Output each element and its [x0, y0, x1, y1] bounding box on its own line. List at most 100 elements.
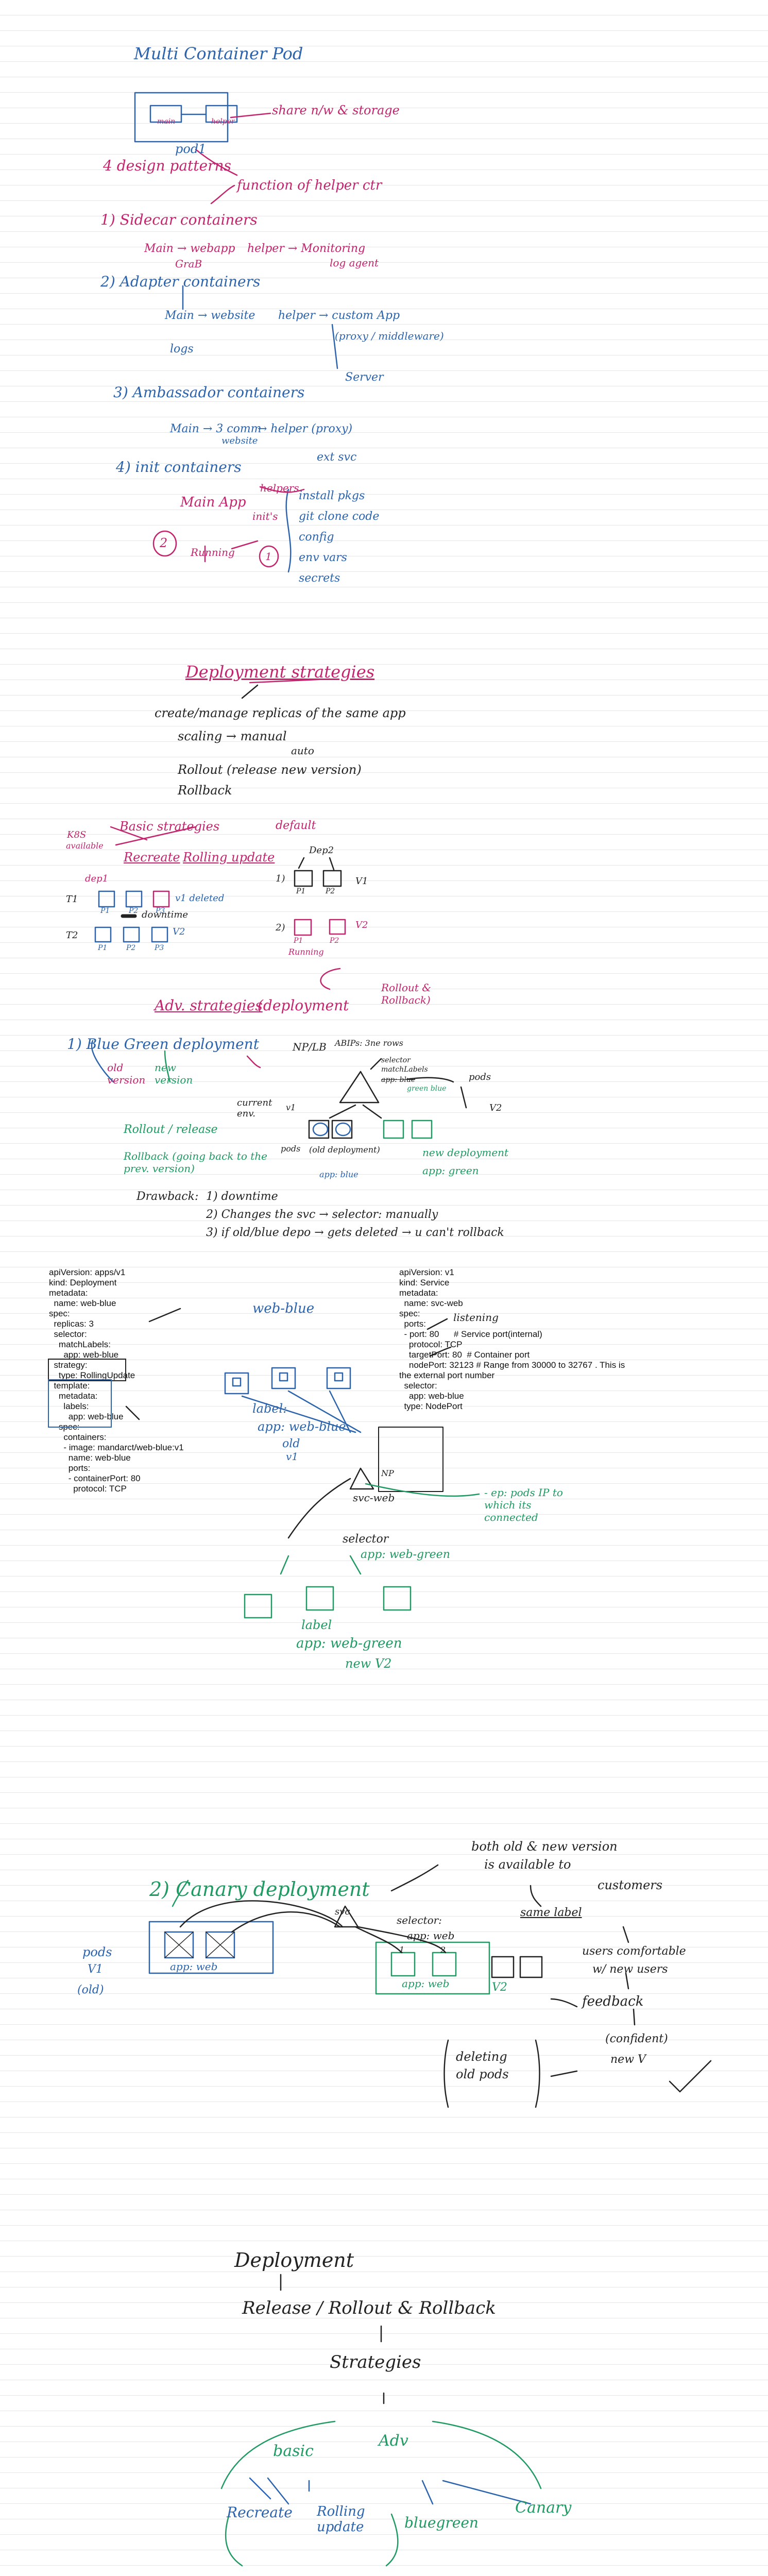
new-deployment: new deployment [422, 1146, 509, 1159]
pod-label: pod1 [175, 142, 207, 156]
adapter-helper: helper → custom App [278, 309, 400, 322]
pod-p1-d: P1 [294, 937, 303, 945]
strategy-line-1: create/manage replicas of the same app [155, 706, 406, 720]
pod-p2-d: P2 [330, 937, 339, 945]
k8s-label: K8S [67, 829, 87, 840]
init-list-1: git clone code [299, 510, 380, 523]
dep2-label: Dep2 [309, 845, 334, 856]
pods-lbl: pods [281, 1144, 301, 1154]
pod-p1-b: P1 [98, 944, 108, 952]
sidecar-main-sub: GraB [175, 258, 202, 270]
canary-old: (old) [77, 1984, 104, 1996]
basic-strategies: Basic strategies [120, 819, 220, 834]
sidecar-helper-sub: log agent [330, 257, 379, 269]
new-v2-label: new V2 [345, 1656, 392, 1671]
adv-title-c: Rollout & Rollback) [381, 981, 432, 1006]
canary-pod-1: 1 [399, 1945, 405, 1955]
svc-web-label: svc-web [353, 1492, 395, 1504]
adapter-proxy: (proxy / middleware) [335, 330, 444, 342]
selector-label: selector [381, 1056, 411, 1064]
canary-same-label: same label [520, 1906, 582, 1919]
running-label: Running [288, 947, 324, 957]
canary-available: is available to [484, 1857, 571, 1872]
init-list-3: env vars [299, 551, 347, 564]
time-t1: T1 [66, 894, 78, 905]
drawback-heading: Drawback: [136, 1190, 199, 1203]
helper-function-note: function of helper ctr [237, 178, 382, 193]
v1-label: V1 [355, 876, 368, 887]
v1-deleted: v1 deleted [175, 893, 225, 904]
old-version: old version [107, 1061, 146, 1086]
pod-p3-a: P3 [156, 907, 165, 915]
init-list-2: config [299, 531, 334, 544]
dep1-label: dep1 [85, 873, 109, 884]
adapter-main: Main → website [165, 309, 255, 322]
pod-p2-b: P2 [126, 944, 136, 952]
strategy-scaling: scaling → manual [178, 729, 287, 743]
recreate-label: Recreate [124, 850, 180, 865]
init-list-0: install pkgs [299, 489, 365, 502]
label-heading: label: [252, 1401, 287, 1416]
canary-app-web-old: app: web [170, 1960, 218, 1973]
strategy-highlight-box [48, 1359, 126, 1381]
pods-label: pods [469, 1072, 491, 1082]
canary-app-web-new: app: web [402, 1977, 450, 1990]
summary-adv: Adv [379, 2432, 408, 2450]
selector-app-web-green: app: web-green [361, 1548, 450, 1561]
adapter-server: Server [345, 371, 384, 384]
summary-bluegreen: bluegreen [404, 2514, 479, 2531]
endpoint-note: - ep: pods IP to which its connected [484, 1486, 563, 1523]
canary-svc: svc [335, 1906, 350, 1917]
summary-strategies: Strategies [330, 2352, 421, 2372]
old-label: old [282, 1437, 300, 1450]
rolling-update-label: Rolling update [183, 850, 275, 865]
share-network-storage: share n/w & storage [272, 103, 400, 117]
abips-note: ABIPs: 3ne rows [335, 1038, 403, 1048]
v1-marker: v1 [286, 1103, 296, 1112]
time-t2: T2 [66, 930, 78, 941]
init-order-2: 2 [160, 536, 168, 550]
canary-customers: customers [598, 1878, 663, 1892]
v1-label-b: v1 [286, 1450, 299, 1463]
summary-canary: Canary [515, 2499, 572, 2517]
old-deployment: (old deployment) [309, 1145, 380, 1155]
design-patterns-heading: 4 design patterns [103, 157, 231, 174]
rollback-note: Rollback (going back to the prev. versio… [124, 1150, 267, 1175]
adapter-logs: logs [170, 343, 194, 355]
green-label-app: app: web-green [296, 1636, 402, 1651]
match-labels: matchLabels [381, 1065, 428, 1074]
ambassador-main: Main → 3 comm [170, 422, 262, 435]
ambassador-helper: → helper (proxy) [258, 422, 353, 435]
summary-recreate: Recreate [227, 2504, 293, 2521]
label-app-web-blue: app: web-blue [258, 1419, 346, 1434]
selector-heading: selector [343, 1533, 389, 1546]
pod-p2-c: P2 [326, 887, 335, 895]
adv-title-a: Adv. strategies [155, 997, 263, 1014]
np-lb: NP/LB [293, 1041, 327, 1053]
canary-confident: (confident) [605, 2032, 668, 2045]
green-blue-note: green blue [407, 1084, 447, 1093]
sidecar-main: Main → webapp [144, 242, 235, 255]
green-label-heading: label [301, 1618, 332, 1632]
rollout-release: Rollout / release [124, 1123, 218, 1136]
summary-basic: basic [273, 2442, 314, 2460]
drawback-3: 3) if old/blue depo → gets deleted → u c… [206, 1226, 504, 1239]
canary-v1: V1 [88, 1963, 103, 1976]
current-env: current env. [237, 1097, 272, 1119]
v2-label-b: V2 [355, 920, 368, 930]
new-version: new version [155, 1061, 193, 1086]
init-helpers: helpers [260, 482, 299, 494]
app-green: app: green [422, 1164, 479, 1177]
init-running: Running [191, 546, 235, 558]
main-container-label: main [157, 117, 176, 126]
pattern-sidecar: 1) Sidecar containers [100, 211, 258, 228]
canary-app-web: app: web [407, 1929, 455, 1942]
step-2: 2) [276, 922, 285, 933]
summary-rolling: Rolling update [317, 2504, 365, 2535]
listening-note: listening [453, 1311, 499, 1324]
ambassador-ext-svc: ext svc [317, 451, 357, 464]
sidecar-helper: helper → Monitoring [247, 242, 366, 255]
canary-feedback: feedback [582, 1994, 644, 2009]
pattern-ambassador: 3) Ambassador containers [113, 384, 305, 401]
default-note: default [276, 819, 316, 832]
